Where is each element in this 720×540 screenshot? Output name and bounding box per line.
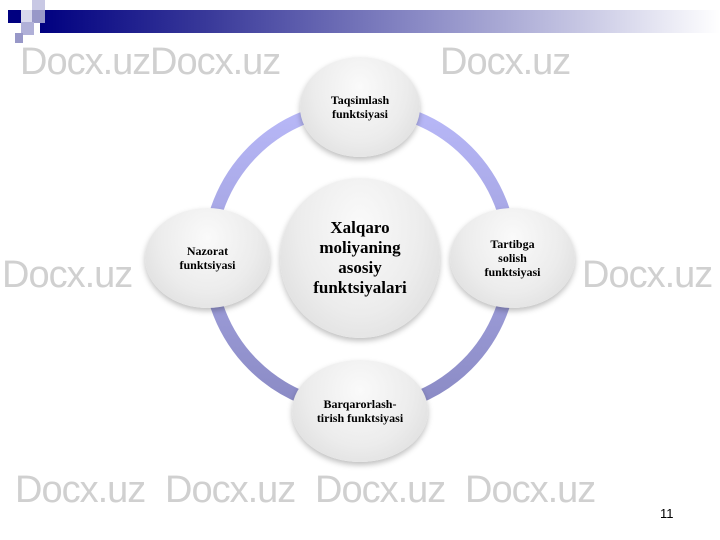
node-barqarorlashtirish: Barqarorlash-tirish funktsiyasi [292, 360, 428, 462]
watermark: Docx.uz [440, 41, 571, 83]
decor-square [32, 10, 45, 23]
watermark: Docx.uz [465, 469, 596, 511]
node-nazorat: Nazorat funktsiyasi [145, 208, 270, 308]
node-label: Barqarorlash-tirish funktsiyasi [316, 397, 404, 425]
decor-square [21, 10, 34, 23]
watermark: Docx.uz [165, 469, 296, 511]
decor-square [21, 22, 34, 35]
header-gradient-bar [40, 10, 720, 33]
decor-square [32, 0, 45, 13]
watermark: Docx.uz [2, 254, 133, 296]
page-number: 11 [660, 506, 674, 521]
center-node: Xalqaro moliyaning asosiy funktsiyalari [280, 178, 440, 338]
node-label: Taqsimlash funktsiyasi [330, 93, 390, 121]
watermark: Docx.uz [15, 469, 146, 511]
center-label: Xalqaro moliyaning asosiy funktsiyalari [313, 218, 407, 297]
node-label: Tartibga solish funktsiyasi [484, 237, 541, 279]
watermark: Docx.uz [20, 41, 151, 83]
watermark: Docx.uz [315, 469, 446, 511]
node-tartibga-solish: Tartibga solish funktsiyasi [450, 208, 575, 308]
watermark: Docx.uz [150, 41, 281, 83]
decor-square [8, 10, 21, 23]
node-taqsimlash: Taqsimlash funktsiyasi [300, 57, 420, 157]
decor-square [15, 33, 23, 43]
watermark: Docx.uz [582, 254, 713, 296]
node-label: Nazorat funktsiyasi [179, 244, 236, 272]
